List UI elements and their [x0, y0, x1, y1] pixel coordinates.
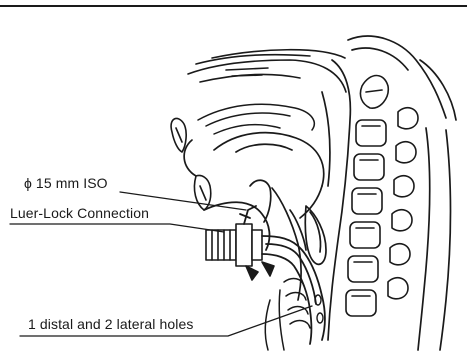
- turbinate-outline: [198, 104, 314, 134]
- spinous-processes: [388, 108, 418, 299]
- distal-lateral-holes-label: 1 distal and 2 lateral holes: [28, 316, 193, 332]
- nasal-cavity-outline: [188, 50, 346, 92]
- epiglottis-outline: [250, 180, 271, 222]
- airway-tube-body: [262, 236, 325, 344]
- upper-teeth: [171, 118, 186, 152]
- luer-lock-connection-label: Luer-Lock Connection: [10, 205, 149, 221]
- oral-cavity-outline: [184, 133, 324, 218]
- luer-lock-port: [240, 206, 256, 224]
- iso-connector-label: ϕ 15 mm ISO: [24, 175, 108, 191]
- cervical-spine: [346, 76, 388, 317]
